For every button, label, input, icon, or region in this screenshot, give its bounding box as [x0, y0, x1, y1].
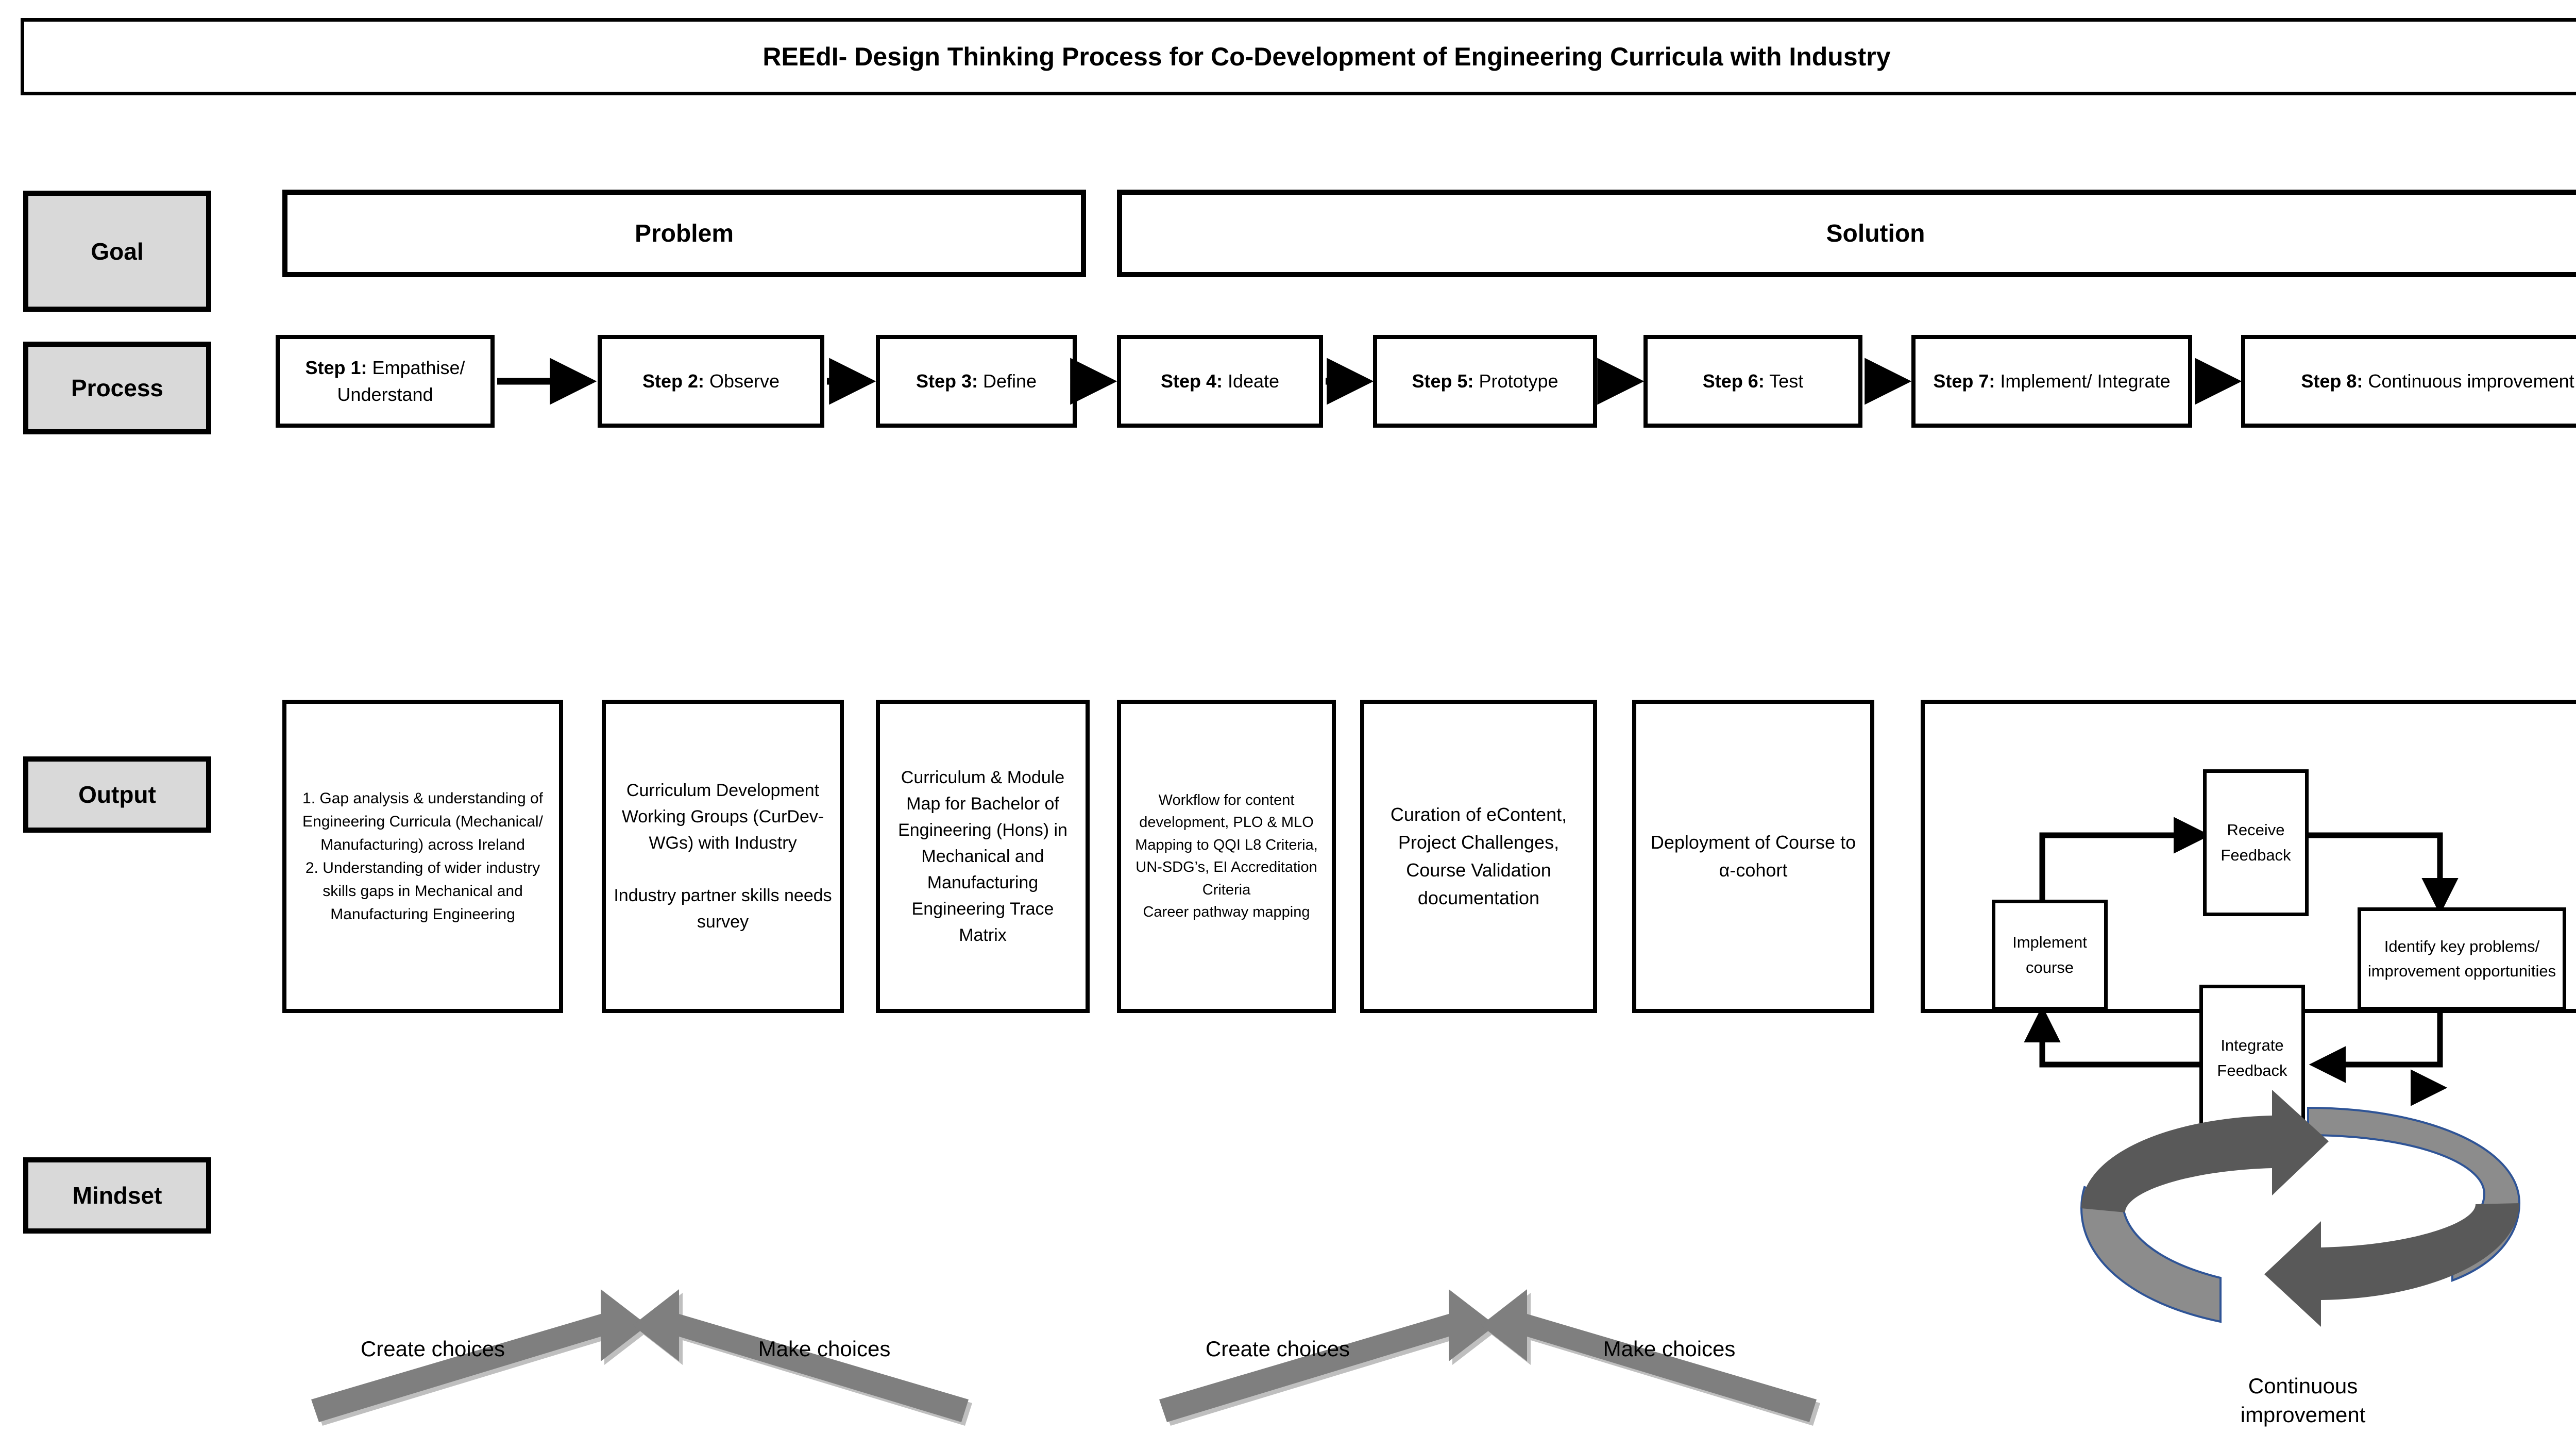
process-step-7-num: Step 7:	[1933, 370, 1995, 392]
mindset-label-make-choices-2-text: Make choices	[1603, 1337, 1736, 1361]
process-step-8[interactable]: Step 8: Continuous improvement	[2241, 335, 2576, 428]
row-label-mindset-text: Mindset	[72, 1182, 162, 1209]
process-step-1-num: Step 1:	[305, 357, 367, 378]
process-step-2[interactable]: Step 2: Observe	[598, 335, 824, 428]
mindset-label-make-choices-1-text: Make choices	[758, 1337, 891, 1361]
mindset-arrow-up-1	[311, 1289, 648, 1422]
continuous-improvement-cycle-icon	[2080, 1090, 2521, 1327]
output-box-1: 1. Gap analysis & understanding of Engin…	[282, 700, 563, 1013]
goal-solution-box: Solution	[1117, 190, 2576, 277]
mindset-arrow-up-3	[1159, 1289, 1496, 1422]
output-box-4-text: Workflow for content development, PLO & …	[1135, 791, 1318, 921]
process-step-4-label: Ideate	[1222, 370, 1280, 392]
output-box-2-text: Curriculum Development Working Groups (C…	[614, 781, 832, 932]
mindset-label-continuous-improvement: Continuous improvement	[2123, 1342, 2483, 1430]
process-step-6-label: Test	[1764, 370, 1804, 392]
output-box-1-text: 1. Gap analysis & understanding of Engin…	[302, 790, 543, 923]
process-step-1-label: Empathise/ Understand	[337, 357, 465, 405]
process-step-1[interactable]: Step 1: Empathise/ Understand	[276, 335, 495, 428]
process-step-8-num: Step 8:	[2301, 370, 2363, 392]
process-step-4-num: Step 4:	[1160, 370, 1223, 392]
mindset-label-create-choices-1: Create choices	[289, 1335, 577, 1364]
output-box-6: Deployment of Course to α-cohort	[1632, 700, 1874, 1013]
goal-solution-label: Solution	[1826, 220, 1925, 247]
loop-node-receive-feedback-text: Receive Feedback	[2221, 821, 2291, 864]
mindset-arrow-down-2	[633, 1289, 969, 1422]
process-step-5-label: Prototype	[1473, 370, 1558, 392]
mindset-label-make-choices-1: Make choices	[680, 1335, 969, 1364]
process-step-4[interactable]: Step 4: Ideate	[1117, 335, 1323, 428]
row-label-mindset: Mindset	[23, 1157, 211, 1234]
mindset-label-create-choices-2: Create choices	[1133, 1335, 1422, 1364]
process-step-7-label: Implement/ Integrate	[1995, 370, 2171, 392]
output-box-5: Curation of eContent, Project Challenges…	[1360, 700, 1597, 1013]
loop-node-identify-key-problems-text: Identify key problems/ improvement oppor…	[2367, 937, 2556, 980]
loop-node-implement-course: Implement course	[1992, 900, 2108, 1010]
diagram-title-bar: REEdI- Design Thinking Process for Co-De…	[21, 18, 2576, 95]
loop-node-implement-course-text: Implement course	[2012, 933, 2087, 976]
mindset-label-make-choices-2: Make choices	[1525, 1335, 1814, 1364]
process-step-3-label: Define	[977, 370, 1037, 392]
row-label-goal: Goal	[23, 191, 211, 312]
goal-problem-box: Problem	[282, 190, 1086, 277]
process-step-2-label: Observe	[704, 370, 780, 392]
output-box-4: Workflow for content development, PLO & …	[1117, 700, 1336, 1013]
feedback-loop-container: Implement course Receive Feedback Identi…	[1921, 700, 2576, 1132]
row-label-process-text: Process	[71, 375, 163, 401]
process-step-6[interactable]: Step 6: Test	[1643, 335, 1862, 428]
process-step-5[interactable]: Step 5: Prototype	[1373, 335, 1597, 428]
output-box-3: Curriculum & Module Map for Bachelor of …	[876, 700, 1090, 1013]
mindset-label-continuous-improvement-text: Continuous improvement	[2240, 1373, 2366, 1427]
row-label-goal-text: Goal	[91, 238, 144, 265]
loop-node-receive-feedback: Receive Feedback	[2203, 769, 2309, 916]
process-step-8-label: Continuous improvement	[2363, 370, 2574, 392]
process-step-5-num: Step 5:	[1412, 370, 1474, 392]
row-label-output: Output	[23, 756, 211, 833]
feedback-loop-arrows	[2024, 817, 2459, 1083]
process-step-3[interactable]: Step 3: Define	[876, 335, 1077, 428]
mindset-arrow-group	[311, 1289, 1817, 1422]
mindset-label-create-choices-2-text: Create choices	[1205, 1337, 1350, 1361]
process-step-3-num: Step 3:	[916, 370, 978, 392]
loop-node-identify-key-problems: Identify key problems/ improvement oppor…	[2358, 907, 2566, 1010]
output-box-5-text: Curation of eContent, Project Challenges…	[1390, 804, 1567, 908]
output-box-3-text: Curriculum & Module Map for Bachelor of …	[898, 767, 1067, 945]
goal-problem-label: Problem	[634, 220, 734, 247]
mindset-arrow-down-4	[1481, 1289, 1817, 1422]
process-step-2-num: Step 2:	[642, 370, 704, 392]
loop-node-integrate-feedback-text: Integrate Feedback	[2217, 1036, 2287, 1079]
output-box-2: Curriculum Development Working Groups (C…	[602, 700, 844, 1013]
page-title: REEdI- Design Thinking Process for Co-De…	[762, 42, 1891, 71]
row-label-process: Process	[23, 342, 211, 434]
process-step-7[interactable]: Step 7: Implement/ Integrate	[1911, 335, 2192, 428]
process-step-6-num: Step 6:	[1702, 370, 1765, 392]
row-label-output-text: Output	[78, 781, 156, 808]
output-box-6-text: Deployment of Course to α-cohort	[1650, 832, 1856, 881]
mindset-label-create-choices-1-text: Create choices	[360, 1337, 505, 1361]
